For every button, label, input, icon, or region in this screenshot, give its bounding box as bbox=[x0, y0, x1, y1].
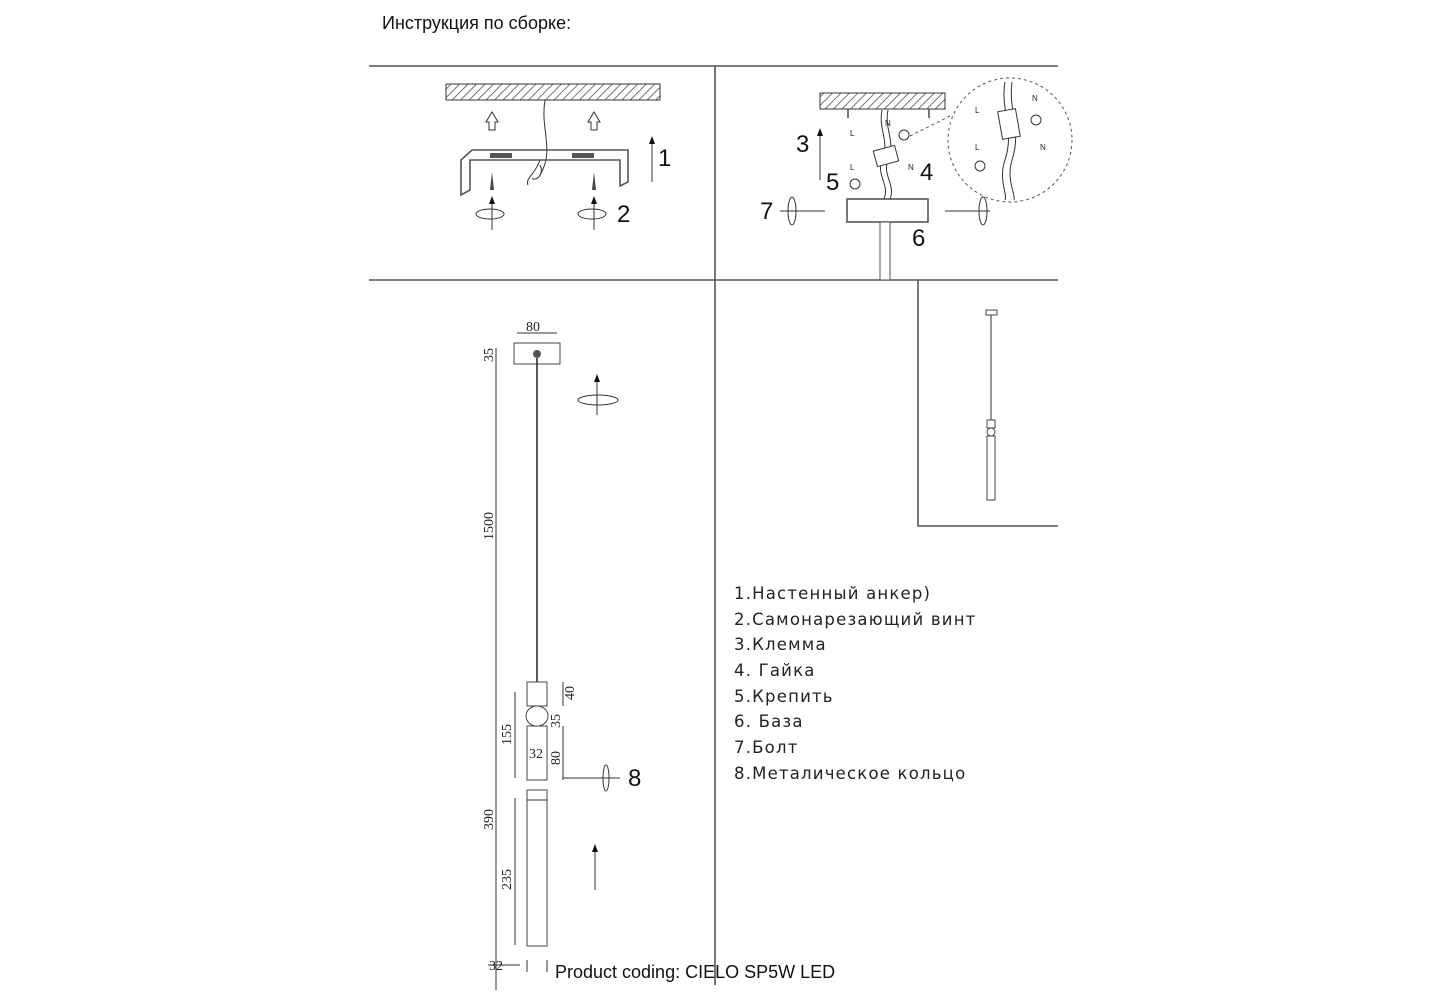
product-coding: Product coding: CIELO SP5W LED bbox=[555, 962, 836, 982]
parts-legend: 1.Настенный анкер) 2.Самонарезающий винт… bbox=[734, 584, 977, 790]
step-label-4: 4 bbox=[920, 159, 933, 186]
dim-lower-block: 80 bbox=[549, 751, 564, 765]
svg-text:L: L bbox=[975, 106, 980, 115]
svg-text:L: L bbox=[975, 143, 980, 152]
step-label-1: 1 bbox=[658, 145, 671, 172]
step-label-8: 8 bbox=[628, 765, 641, 792]
dim-cable-length: 1500 bbox=[482, 512, 497, 540]
svg-text:N: N bbox=[908, 163, 914, 172]
legend-item: 1.Настенный анкер) bbox=[734, 584, 932, 603]
panel-grid bbox=[369, 65, 1058, 985]
dim-upper-height: 155 bbox=[500, 724, 515, 745]
nut-icon bbox=[849, 178, 861, 190]
screw-icon bbox=[490, 172, 596, 190]
svg-text:N: N bbox=[1040, 143, 1046, 152]
bolt-icon bbox=[780, 196, 990, 226]
legend-item: 4. Гайка bbox=[734, 661, 816, 681]
step-3-7-panel: L N L N L N L N 3 4 5 6 7 bbox=[760, 77, 1073, 281]
svg-text:N: N bbox=[1032, 94, 1038, 103]
legend-item: 3.Клемма bbox=[734, 635, 827, 655]
dim-canopy-width: 80 bbox=[526, 320, 540, 335]
step-label-2: 2 bbox=[617, 201, 630, 228]
legend-item: 6. База bbox=[734, 712, 804, 732]
nut-icon bbox=[898, 129, 910, 141]
step-label-7: 7 bbox=[760, 198, 773, 225]
ceiling bbox=[445, 83, 661, 101]
dim-upper-block: 40 bbox=[563, 686, 578, 700]
step-label-6: 6 bbox=[912, 225, 925, 252]
detail-magnifier bbox=[947, 77, 1073, 203]
lamp-preview bbox=[985, 309, 998, 501]
light-tube bbox=[526, 789, 548, 947]
dim-bottom-diameter: 32 bbox=[489, 959, 503, 974]
wall-anchor-icon bbox=[485, 111, 601, 131]
dim-tube-total: 390 bbox=[482, 809, 497, 830]
dim-canopy-height: 35 bbox=[482, 348, 497, 362]
terminal-block bbox=[872, 144, 900, 168]
svg-text:L: L bbox=[850, 163, 855, 172]
step-label-3: 3 bbox=[796, 131, 809, 158]
legend-item: 5.Крепить bbox=[734, 686, 834, 706]
svg-text:N: N bbox=[885, 119, 891, 128]
ceiling bbox=[819, 92, 946, 110]
dim-inner-diameter: 32 bbox=[529, 747, 543, 762]
step-1-2-panel: 1 2 bbox=[445, 83, 671, 230]
rotate-arrow-icon bbox=[577, 374, 619, 415]
dim-tube: 235 bbox=[500, 869, 515, 890]
rod bbox=[879, 221, 891, 281]
svg-text:L: L bbox=[850, 129, 855, 138]
step-label-5: 5 bbox=[826, 169, 839, 196]
rotate-arrow-icon bbox=[475, 196, 607, 230]
dim-ball: 35 bbox=[549, 714, 564, 728]
legend-item: 8.Металическое кольцо bbox=[734, 763, 967, 783]
legend-item: 2.Самонарезающий винт bbox=[734, 609, 977, 629]
instruction-title: Инструкция по сборке: bbox=[382, 13, 572, 33]
dimension-drawing: 80 35 1500 155 40 35 80 32 390 235 32 8 bbox=[482, 320, 641, 990]
base-canopy bbox=[846, 198, 929, 223]
legend-item: 7.Болт bbox=[734, 738, 799, 758]
mounting-bracket bbox=[460, 149, 629, 197]
